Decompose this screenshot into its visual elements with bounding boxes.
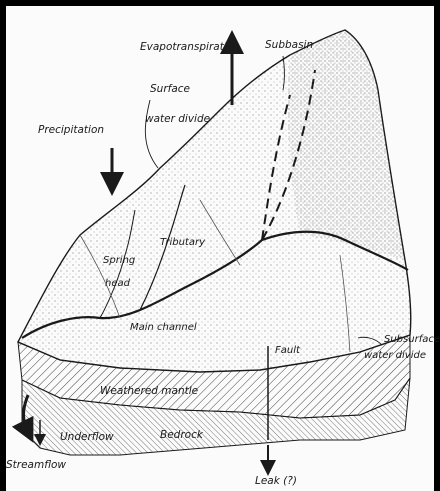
label-subsurface-water-divide-1: Subsurface	[384, 334, 440, 345]
label-bedrock: Bedrock	[160, 429, 204, 441]
label-surface-water-divide-2: water divide	[145, 113, 210, 125]
label-spring-head-1: Spring	[103, 255, 135, 266]
label-tributary: Tributary	[160, 237, 206, 248]
label-streamflow: Streamflow	[6, 459, 66, 471]
label-subbasin: Subbasin	[265, 39, 313, 51]
label-weathered-mantle: Weathered mantle	[100, 385, 198, 397]
label-subsurface-water-divide-2: water divide	[364, 350, 426, 361]
label-surface-water-divide-1: Surface	[150, 83, 190, 95]
label-main-channel: Main channel	[130, 322, 197, 333]
label-evapotranspiration: Evapotranspiration	[140, 41, 240, 53]
label-spring-head-2: head	[105, 278, 131, 289]
label-precipitation: Precipitation	[38, 124, 104, 136]
label-fault: Fault	[275, 345, 301, 356]
label-leak: Leak (?)	[255, 475, 297, 487]
label-underflow: Underflow	[60, 431, 114, 443]
